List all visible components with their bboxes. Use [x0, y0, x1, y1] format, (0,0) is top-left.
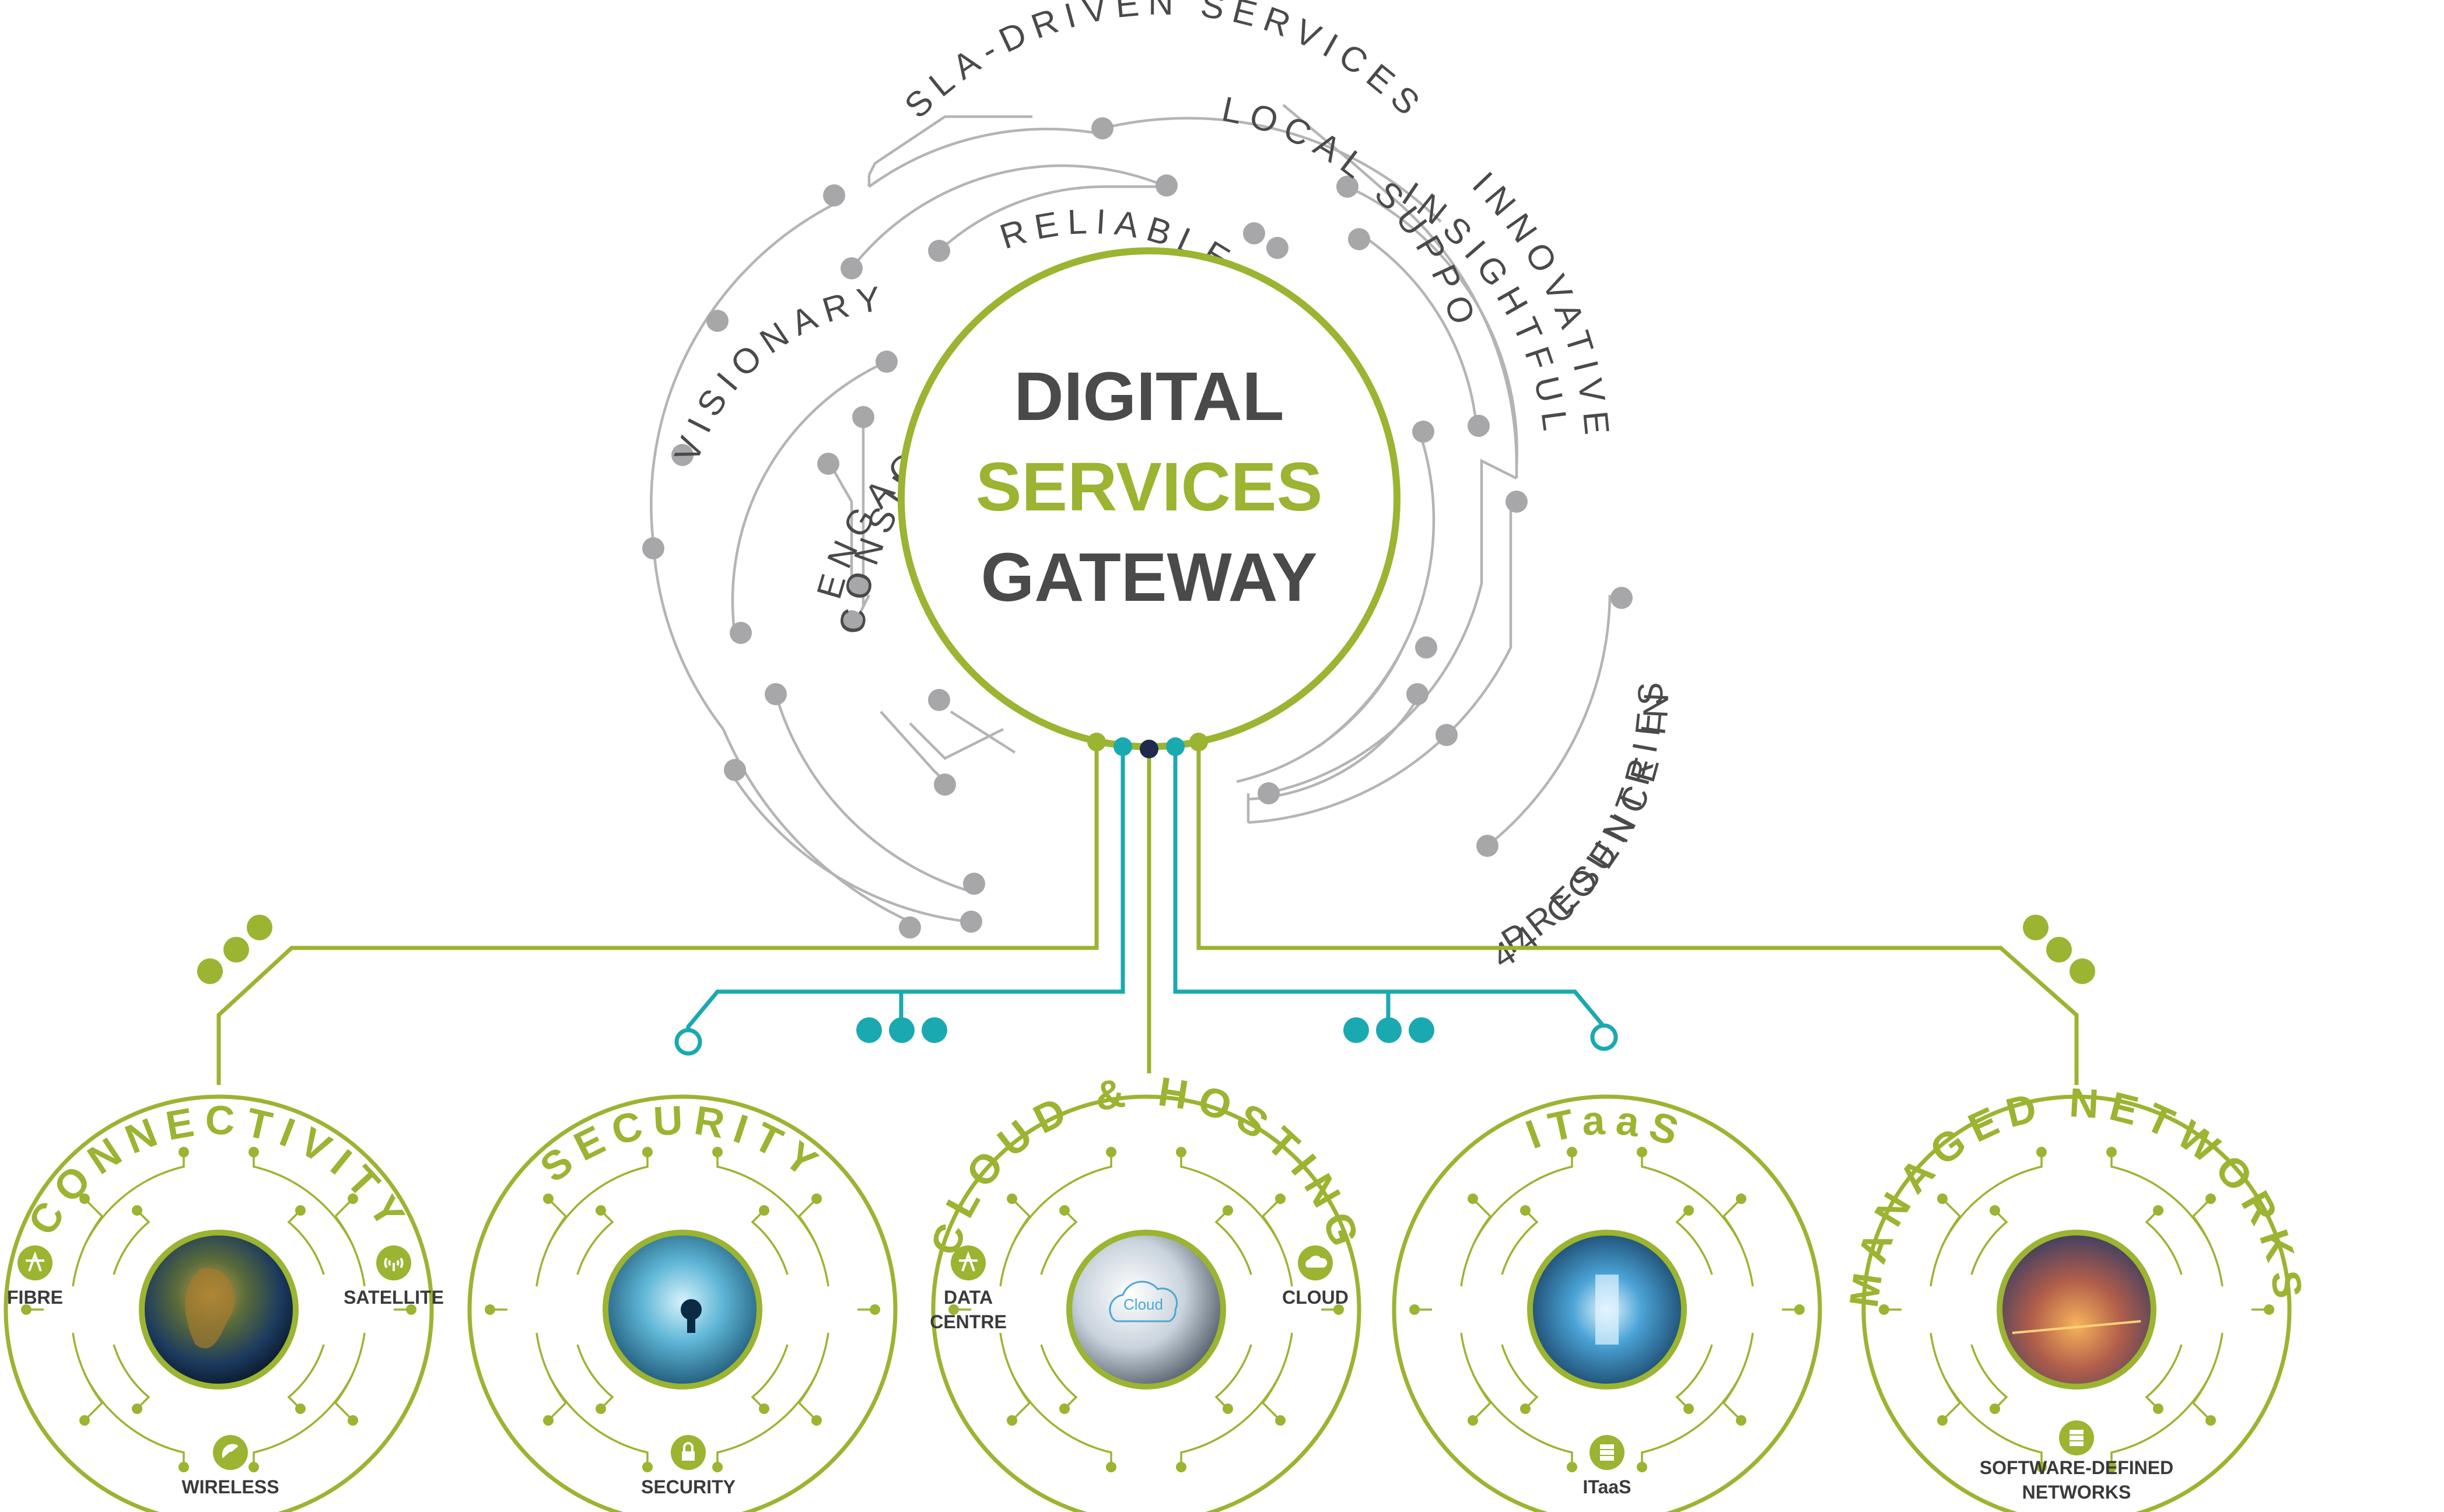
itaas-connector-node [1590, 1023, 1618, 1051]
security-connector-node [674, 1028, 702, 1056]
icon-label-security: SECURITY [641, 1476, 736, 1497]
cloud-photo-label: Cloud [1123, 1296, 1163, 1313]
icon-label-wireless: WIRELESS [181, 1476, 279, 1497]
hub-attribute-labels: SLA-DRIVEN SERVICES LOCAL SUPPORT INNOVA… [0, 0, 1668, 976]
icon-label-satellite: SATELLITE [344, 1287, 444, 1308]
service-cloud-hosting[interactable]: CLOUD & HOSTING Cloud DATA CENTRE CLOUD [922, 1069, 1371, 1512]
attr-sla-driven: SLA-DRIVEN SERVICES [897, 0, 1433, 128]
service-itaas[interactable]: ITaaS ITaaS [1392, 1094, 1822, 1512]
cloud-icon [1298, 1245, 1333, 1280]
icon-label-data: DATA [944, 1287, 993, 1308]
satellite-icon [376, 1245, 411, 1280]
service-security[interactable]: SECURITY SECURITY [467, 1094, 898, 1512]
cloud-photo [1066, 1230, 1226, 1390]
hub-circuit-traces [650, 104, 1612, 923]
service-connectivity[interactable]: CONNECTIVITY FIBRE SATELLITE WIRELESS [3, 1094, 444, 1512]
hub-terminal-navy [1140, 740, 1158, 758]
icon-label-software-defined: SOFTWARE-DEFINED [1980, 1457, 2173, 1478]
hub-title-line2: SERVICES [976, 449, 1323, 526]
server-icon [2059, 1420, 2094, 1455]
icon-label-cloud: CLOUD [1282, 1287, 1349, 1308]
fibre-icon [17, 1245, 52, 1280]
hub: DIGITAL SERVICES GATEWAY [898, 247, 1400, 750]
connectors [216, 733, 2079, 1085]
hub-circuit-nodes [642, 117, 1633, 939]
icon-label-fibre: FIBRE [7, 1287, 63, 1308]
icon-label-networks: NETWORKS [2022, 1482, 2131, 1503]
connector-dots [197, 915, 2095, 1043]
icon-label-centre: CENTRE [930, 1311, 1007, 1332]
data-centre-icon [951, 1245, 986, 1280]
attr-visionary: VISIONARY [667, 278, 891, 467]
service-managed-networks[interactable]: MANAGED NETWORKS SOFTWARE-DEFINED NETWOR… [1841, 1080, 2312, 1512]
icon-label-itaas: ITaaS [1583, 1476, 1631, 1497]
hub-title-line3: GATEWAY [981, 539, 1318, 616]
city-photo [1997, 1230, 2156, 1390]
hub-title-line1: DIGITAL [1014, 358, 1284, 435]
wireless-icon [213, 1435, 248, 1470]
server-icon [1589, 1435, 1624, 1470]
lock-icon [671, 1435, 706, 1470]
